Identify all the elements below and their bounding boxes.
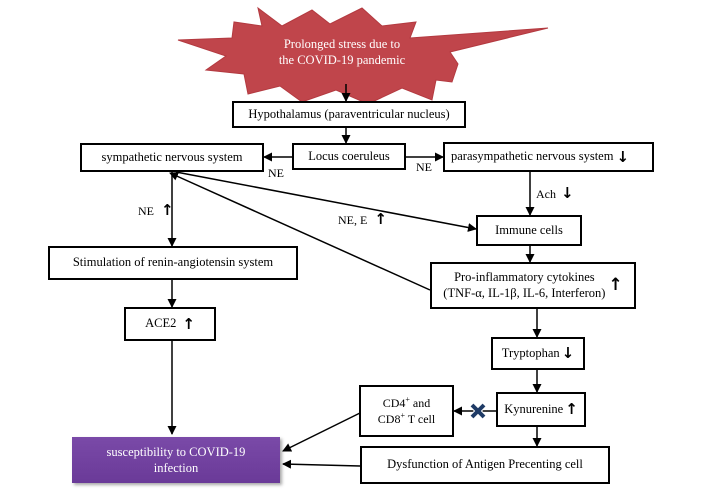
- tcell-rest: T cell: [404, 412, 436, 426]
- node-parasympathetic-label: parasympathetic nervous system: [451, 149, 614, 164]
- node-outcome-line-2: infection: [153, 461, 199, 475]
- node-tcell-text: CD4+ and CD8+ T cell: [378, 395, 435, 427]
- node-cytokines-text: Pro-inflammatory cytokines (TNF-α, IL-1β…: [443, 270, 605, 301]
- node-apc-label: Dysfunction of Antigen Precenting cell: [387, 457, 583, 472]
- ace2-up-arrow: ↑: [182, 314, 195, 333]
- starburst-shape: [177, 6, 549, 105]
- node-renin-angiotensin: Stimulation of renin-angiotensin system: [48, 246, 298, 280]
- stressor-line-1: Prolonged stress due to: [283, 37, 401, 51]
- edge-label-ne-left: NE: [268, 166, 284, 180]
- node-hypothalamus-label: Hypothalamus (paraventricular nucleus): [248, 106, 450, 121]
- node-outcome-line-1: susceptibility to COVID-19: [106, 444, 246, 459]
- node-cytokines: Pro-inflammatory cytokines (TNF-α, IL-1β…: [430, 262, 636, 309]
- edge-label-ne-right: NE: [416, 160, 432, 174]
- node-parasympathetic: parasympathetic nervous system ↓: [443, 142, 654, 172]
- edge-label-ach-text: Ach: [536, 187, 556, 201]
- edge-cytokines-sympathetic: [169, 172, 431, 291]
- node-outcome-text: susceptibility to COVID-19 infection: [107, 444, 246, 477]
- node-kynurenine: Kynurenine ↑: [496, 392, 586, 427]
- node-locus-label: Locus coeruleus: [308, 148, 390, 163]
- node-tcell-line-2: CD8+ T cell: [378, 411, 435, 427]
- kynurenine-up-arrow: ↑: [565, 400, 578, 418]
- stressor-line-2: the COVID-19 pandemic: [278, 53, 406, 68]
- node-immune-label: Immune cells: [495, 222, 563, 237]
- edge-label-ne-down-text: NE: [138, 204, 154, 218]
- node-tcell-line-1: CD4+ and: [378, 395, 435, 411]
- edge-label-ne-down: NE ↑: [138, 203, 174, 219]
- node-cytokines-line-1: Pro-inflammatory cytokines: [454, 269, 595, 284]
- node-sympathetic: sympathetic nervous system: [80, 143, 264, 172]
- node-tryptophan-label: Tryptophan: [501, 345, 560, 360]
- node-cytokines-line-2: (TNF-α, IL-1β, IL-6, Interferon): [443, 285, 606, 300]
- edge-sympathetic-immune: [175, 171, 477, 232]
- tcell-sup-2: +: [400, 411, 405, 420]
- parasympathetic-down-arrow: ↓: [616, 147, 630, 166]
- edge-apc-outcome: [282, 459, 361, 469]
- edge-label-ach: Ach ↓: [536, 186, 574, 202]
- node-sympathetic-label: sympathetic nervous system: [101, 149, 243, 164]
- tcell-cd4: CD4: [382, 396, 406, 410]
- ne-up-arrow: ↑: [161, 201, 174, 219]
- tcell-cd8: CD8: [377, 412, 401, 426]
- node-ace2-label: ACE2: [145, 316, 177, 331]
- node-ace2: ACE2 ↑: [124, 307, 216, 341]
- node-outcome: susceptibility to COVID-19 infection: [72, 437, 280, 483]
- edge-tcell-outcome: [282, 411, 363, 452]
- node-hypothalamus: Hypothalamus (paraventricular nucleus): [232, 101, 466, 128]
- stress-starburst: [177, 6, 549, 105]
- tcell-and: and: [409, 396, 431, 410]
- node-renin-label: Stimulation of renin-angiotensin system: [72, 255, 274, 270]
- node-kynurenine-label: Kynurenine: [504, 401, 564, 416]
- tcell-sup-1: +: [405, 395, 410, 404]
- ne-e-up-arrow: ↑: [374, 210, 387, 228]
- node-tcell: CD4+ and CD8+ T cell: [359, 385, 454, 437]
- edge-label-ne-e-text: NE, E: [338, 213, 368, 227]
- tryptophan-down-arrow: ↓: [561, 344, 575, 362]
- node-immune-cells: Immune cells: [476, 215, 582, 246]
- node-tryptophan: Tryptophan ↓: [491, 337, 585, 370]
- node-apc-dysfunction: Dysfunction of Antigen Precenting cell: [360, 446, 610, 484]
- inhibition-x-icon: [469, 402, 487, 420]
- node-locus-coeruleus: Locus coeruleus: [292, 143, 406, 170]
- cytokines-up-arrow: ↑: [608, 275, 623, 295]
- edge-label-ne-e: NE, E ↑: [338, 212, 387, 228]
- stressor-label: Prolonged stress due to the COVID-19 pan…: [262, 36, 422, 69]
- ach-down-arrow: ↓: [561, 184, 574, 202]
